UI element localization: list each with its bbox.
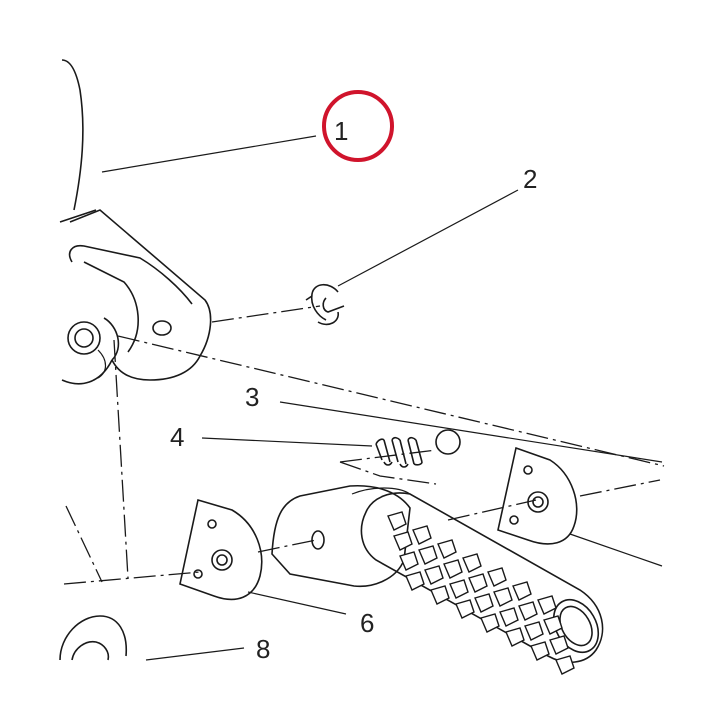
grip-groove xyxy=(405,571,425,591)
grip-groove xyxy=(418,545,438,565)
part-label-6[interactable]: 6 xyxy=(360,608,374,638)
footpeg-bracket xyxy=(59,59,212,385)
grip-groove xyxy=(524,621,544,641)
grip-groove xyxy=(399,551,419,571)
part-label-4[interactable]: 4 xyxy=(170,422,184,452)
detent-ball xyxy=(435,429,461,455)
left-plate xyxy=(179,498,263,601)
part-label-8[interactable]: 8 xyxy=(256,634,270,664)
part-label-2[interactable]: 2 xyxy=(523,164,537,194)
alignment-lines xyxy=(63,305,665,585)
grip-groove xyxy=(555,655,575,675)
grip-groove xyxy=(424,565,444,585)
highlight-circle xyxy=(322,90,394,162)
circlip xyxy=(305,283,345,326)
grip-groove xyxy=(505,627,525,647)
grip-groove xyxy=(455,599,475,619)
grip-groove xyxy=(549,635,569,655)
grip-groove xyxy=(468,573,488,593)
grip-groove xyxy=(474,593,494,613)
grip-groove xyxy=(480,613,500,633)
spring xyxy=(375,436,423,468)
right-plate xyxy=(497,446,578,545)
grip-groove xyxy=(537,595,557,615)
grip-groove xyxy=(449,579,469,599)
grip-groove xyxy=(499,607,519,627)
grip-groove xyxy=(543,615,563,635)
grip-groove xyxy=(530,641,550,661)
part-label-3[interactable]: 3 xyxy=(245,382,259,412)
part-label-1[interactable]: 1 xyxy=(334,116,348,146)
grip-groove xyxy=(430,585,450,605)
grip-groove xyxy=(412,525,432,545)
grip-grooves xyxy=(387,511,575,675)
grip-groove xyxy=(443,559,463,579)
leader-lines xyxy=(101,135,663,661)
grip-groove xyxy=(487,567,507,587)
grip-groove xyxy=(493,587,513,607)
grip-groove xyxy=(393,531,413,551)
grip-groove xyxy=(512,581,532,601)
grip-groove xyxy=(462,553,482,573)
grip-groove xyxy=(387,511,407,531)
grip-groove xyxy=(518,601,538,621)
grip-groove xyxy=(437,539,457,559)
footpeg xyxy=(271,484,604,663)
washer-fragment xyxy=(59,615,127,661)
